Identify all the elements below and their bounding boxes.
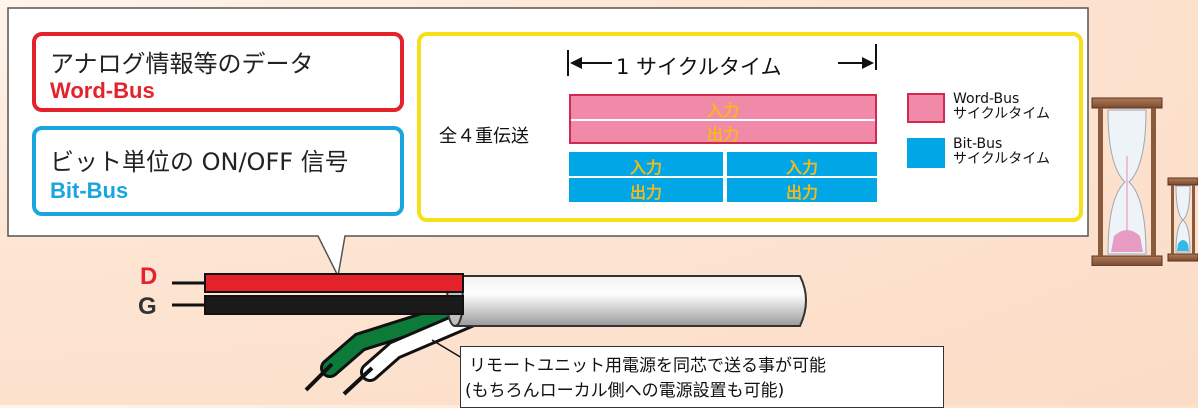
quad-transmission-label: 全４重伝送 [439,126,529,147]
data-line-label: D [140,263,158,290]
legend-bit-label: Bit-Bus サイクルタイム [953,136,1051,167]
bit-bus-cycle-bar-2: 入力 出力 [727,152,877,202]
word-bus-output-label: 出力 [706,125,739,144]
bit-bus-input-label: 入力 [785,158,818,177]
cable-illustration [172,273,807,396]
ground-line-label: G [138,293,157,320]
cycle-time-label: 1 サイクルタイム [616,55,782,79]
word-bus-cycle-bar: 入力 出力 [569,94,877,144]
power-note-line-2: (もちろんローカル側への電源設置も可能) [465,381,785,401]
power-note-line-1: リモートユニット用電源を同芯で送る事が可能 [469,356,826,376]
bit-bus-output-label: 出力 [785,183,818,202]
bit-bus-cycle-bar-1: 入力 出力 [569,152,723,202]
hourglass-icon [1091,97,1198,266]
legend-word-label: Word-Bus サイクルタイム [953,91,1051,122]
cycle-time-arrow [567,44,877,76]
word-bus-description: アナログ情報等のデータ [50,50,314,78]
legend-word-swatch [907,93,945,123]
power-note-box: リモートユニット用電源を同芯で送る事が可能 (もちろんローカル側への電源設置も可… [460,346,944,408]
word-bus-title: Word-Bus [50,78,155,103]
bit-bus-title: Bit-Bus [50,178,129,203]
bit-bus-input-label: 入力 [629,158,662,177]
bit-bus-description: ビット単位の ON/OFF 信号 [50,148,349,176]
bit-bus-output-label: 出力 [629,183,662,202]
word-bus-box: アナログ情報等のデータ Word-Bus [32,32,404,112]
word-bus-input-label: 入力 [706,101,739,120]
bit-bus-box: ビット単位の ON/OFF 信号 Bit-Bus [32,126,404,216]
legend-bit-swatch [907,138,945,168]
